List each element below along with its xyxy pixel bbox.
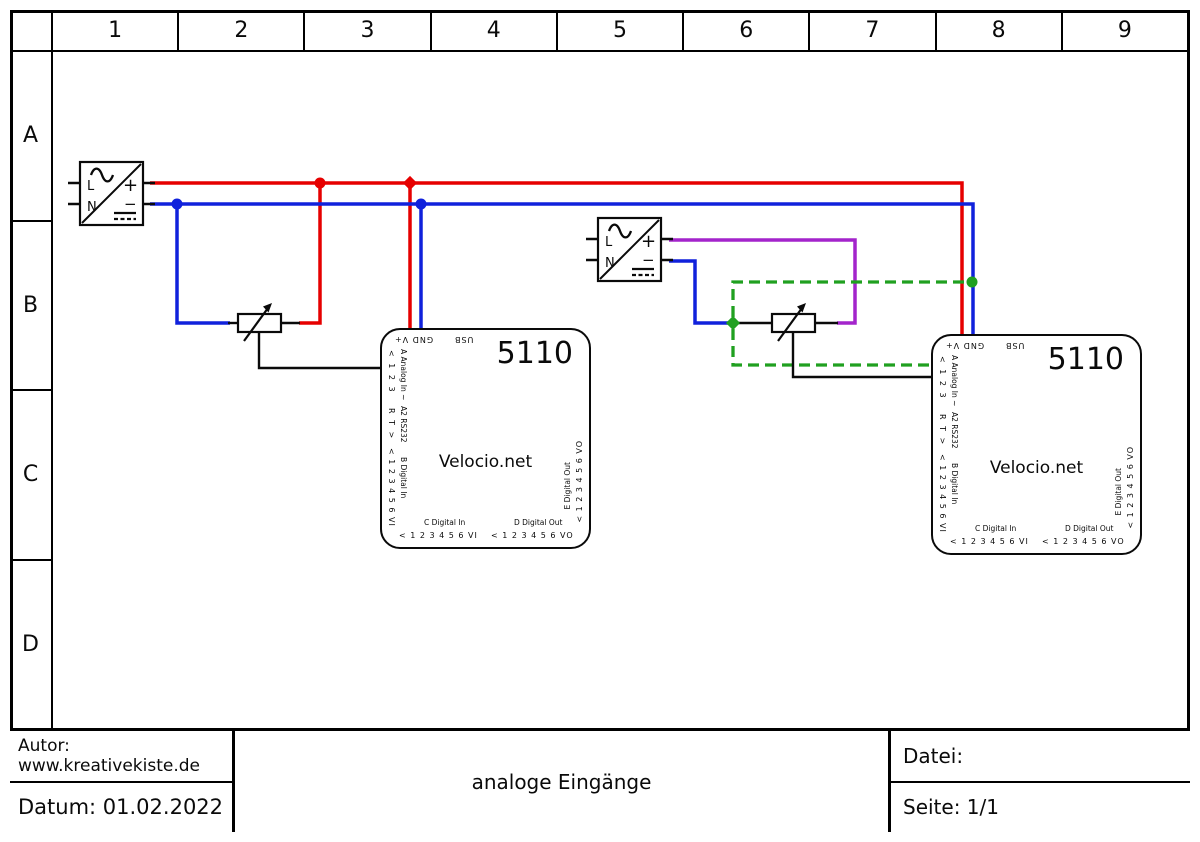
plc1-digital-e-label: E Digital Out [563, 461, 572, 509]
frame-corner-cell [10, 10, 53, 52]
junction-positive-2 [402, 175, 418, 191]
plc2-brand: Velocio.net [989, 458, 1084, 478]
positive-branch-pot1 [299, 183, 322, 325]
row-label-b: B [10, 222, 51, 391]
plc2-analog-pins: < 1 2 3 [938, 356, 947, 400]
plc-module-2: GND V+ USB 5110 < 1 2 3 A Analog In ~ R … [931, 334, 1142, 555]
title-block-left: Autor: www.kreativekiste.de Datum: 01.02… [10, 731, 235, 832]
row-label-d: D [22, 631, 39, 657]
plc1-digital-c-label: C Digital In [424, 518, 466, 527]
title-block: Autor: www.kreativekiste.de Datum: 01.02… [10, 728, 1190, 832]
file-field: Datei: [891, 731, 1190, 783]
signal-wires [228, 321, 936, 379]
plc1-rs232-label: A2 RS232 [399, 406, 408, 443]
junction-ground-2 [415, 198, 427, 210]
plc1-analog-pins: < 1 2 3 [387, 350, 396, 394]
pot2-wiper-to-plc2 [791, 331, 936, 379]
plc2-model-number: 5110 [1047, 342, 1124, 377]
plc1-analog-label: A Analog In ~ [399, 349, 408, 401]
plc2-rs232-pins: R T > [938, 414, 947, 447]
pot1-wiper-to-plc1 [257, 331, 385, 370]
title-block-right: Datei: Seite: 1/1 [888, 731, 1190, 832]
author-field: Autor: www.kreativekiste.de [10, 731, 232, 783]
plc1-digital-e-pins: < 1 2 3 4 5 6 VO [575, 440, 584, 523]
column-label-2: 2 [179, 10, 306, 50]
reference-upper-path [731, 280, 972, 317]
row-label-c: C [10, 391, 51, 561]
junction-ground-1 [171, 198, 183, 210]
plc1-digital-c-pins: < 1 2 3 4 5 6 VI [399, 531, 478, 540]
column-label-3: 3 [305, 10, 432, 50]
junction-dots [171, 175, 978, 331]
psu2-ground-wire [669, 259, 729, 325]
junction-reference-2 [966, 276, 978, 288]
page-field: Seite: 1/1 [903, 795, 999, 820]
plc1-model-number: 5110 [496, 336, 573, 371]
power-supply-2 [584, 216, 675, 283]
plc2-digital-c-pins: < 1 2 3 4 5 6 VI [950, 537, 1029, 546]
power-supply-1 [66, 160, 157, 227]
drawing-title: analoge Eingänge [471, 769, 652, 794]
plc1-digital-b-label: B Digital In [399, 457, 408, 499]
plc2-power-pins-label: GND V+ [945, 341, 985, 350]
column-label-5: 5 [558, 10, 685, 50]
plc2-digital-b-pins: < 1 2 3 4 5 6 VI [938, 454, 947, 533]
plc2-digital-e-pins: < 1 2 3 4 5 6 VO [1126, 446, 1135, 529]
plc2-digital-b-label: B Digital In [950, 463, 959, 505]
plc1-digital-d-pins: < 1 2 3 4 5 6 VO [491, 531, 574, 540]
plc1-power-pins-label: GND V+ [394, 335, 434, 344]
column-label-7: 7 [810, 10, 937, 50]
plc1-usb-label: USB [454, 335, 474, 344]
plc1-brand: Velocio.net [438, 452, 533, 472]
junction-reference-1 [725, 315, 741, 331]
plc2-digital-e-label: E Digital Out [1114, 467, 1123, 515]
column-label-9: 9 [1117, 17, 1132, 43]
plc2-rs232-label: A2 RS232 [950, 412, 959, 449]
row-label-a: A [10, 52, 51, 222]
column-label-6: 6 [684, 10, 811, 50]
plc2-digital-d-pins: < 1 2 3 4 5 6 VO [1042, 537, 1125, 546]
positive-bus-main [150, 181, 964, 340]
junction-positive-1 [314, 177, 326, 189]
plc1-digital-b-pins: < 1 2 3 4 5 6 VI [387, 448, 396, 527]
reference-lower-path [731, 329, 936, 367]
plc1-digital-d-label: D Digital Out [514, 518, 563, 527]
plc2-analog-label: A Analog In ~ [950, 355, 959, 407]
column-label-4: 4 [432, 10, 558, 50]
date-field: Datum: 01.02.2022 [18, 795, 224, 820]
plc-module-1: GND V+ USB 5110 < 1 2 3 A Analog In ~ R … [380, 328, 591, 549]
row-header: A B C D [10, 52, 53, 728]
plc2-usb-label: USB [1005, 341, 1025, 350]
column-label-8: 8 [937, 10, 1063, 50]
column-header: 1 2 3 4 5 6 7 8 9 [53, 10, 1187, 52]
reference-dashed-wire [731, 280, 972, 367]
column-label-1: 1 [53, 10, 180, 50]
positive-bus-wire [150, 181, 964, 340]
ground-branch-pot1 [175, 204, 230, 325]
plc2-digital-c-label: C Digital In [975, 524, 1017, 533]
plc2-digital-d-label: D Digital Out [1065, 524, 1114, 533]
plc1-rs232-pins: R T > [387, 408, 396, 441]
